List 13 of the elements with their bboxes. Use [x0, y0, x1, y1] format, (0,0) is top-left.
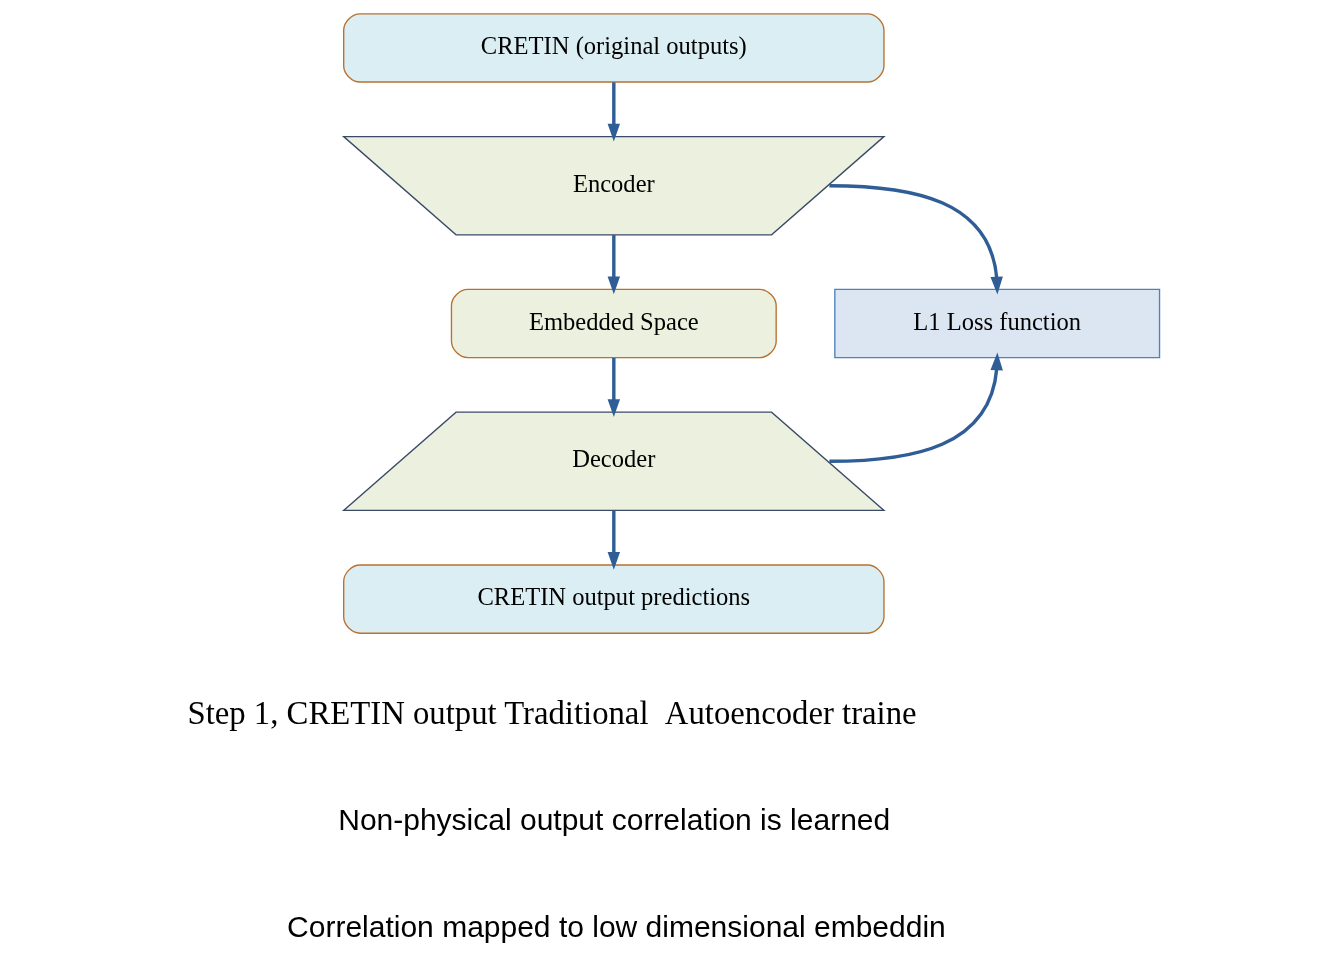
- arrow: [607, 510, 621, 570]
- arrow: [607, 357, 621, 418]
- node-box: CRETIN (original outputs): [343, 13, 885, 83]
- label: Step 1, CRETIN output Traditional Autoencoder traine: [187, 694, 917, 731]
- label: Correlation mapped to low dimensional embeddin: [287, 909, 946, 943]
- arrow: [829, 352, 1003, 463]
- node-box: CRETIN output predictions: [343, 564, 885, 634]
- arrow: [607, 82, 621, 142]
- node-box: L1 Loss function: [834, 288, 1161, 359]
- arrow: [829, 184, 1003, 295]
- node-box: Embedded Space: [450, 288, 777, 359]
- arrow: [607, 235, 621, 295]
- label: Non-physical output correlation is learned: [338, 803, 891, 837]
